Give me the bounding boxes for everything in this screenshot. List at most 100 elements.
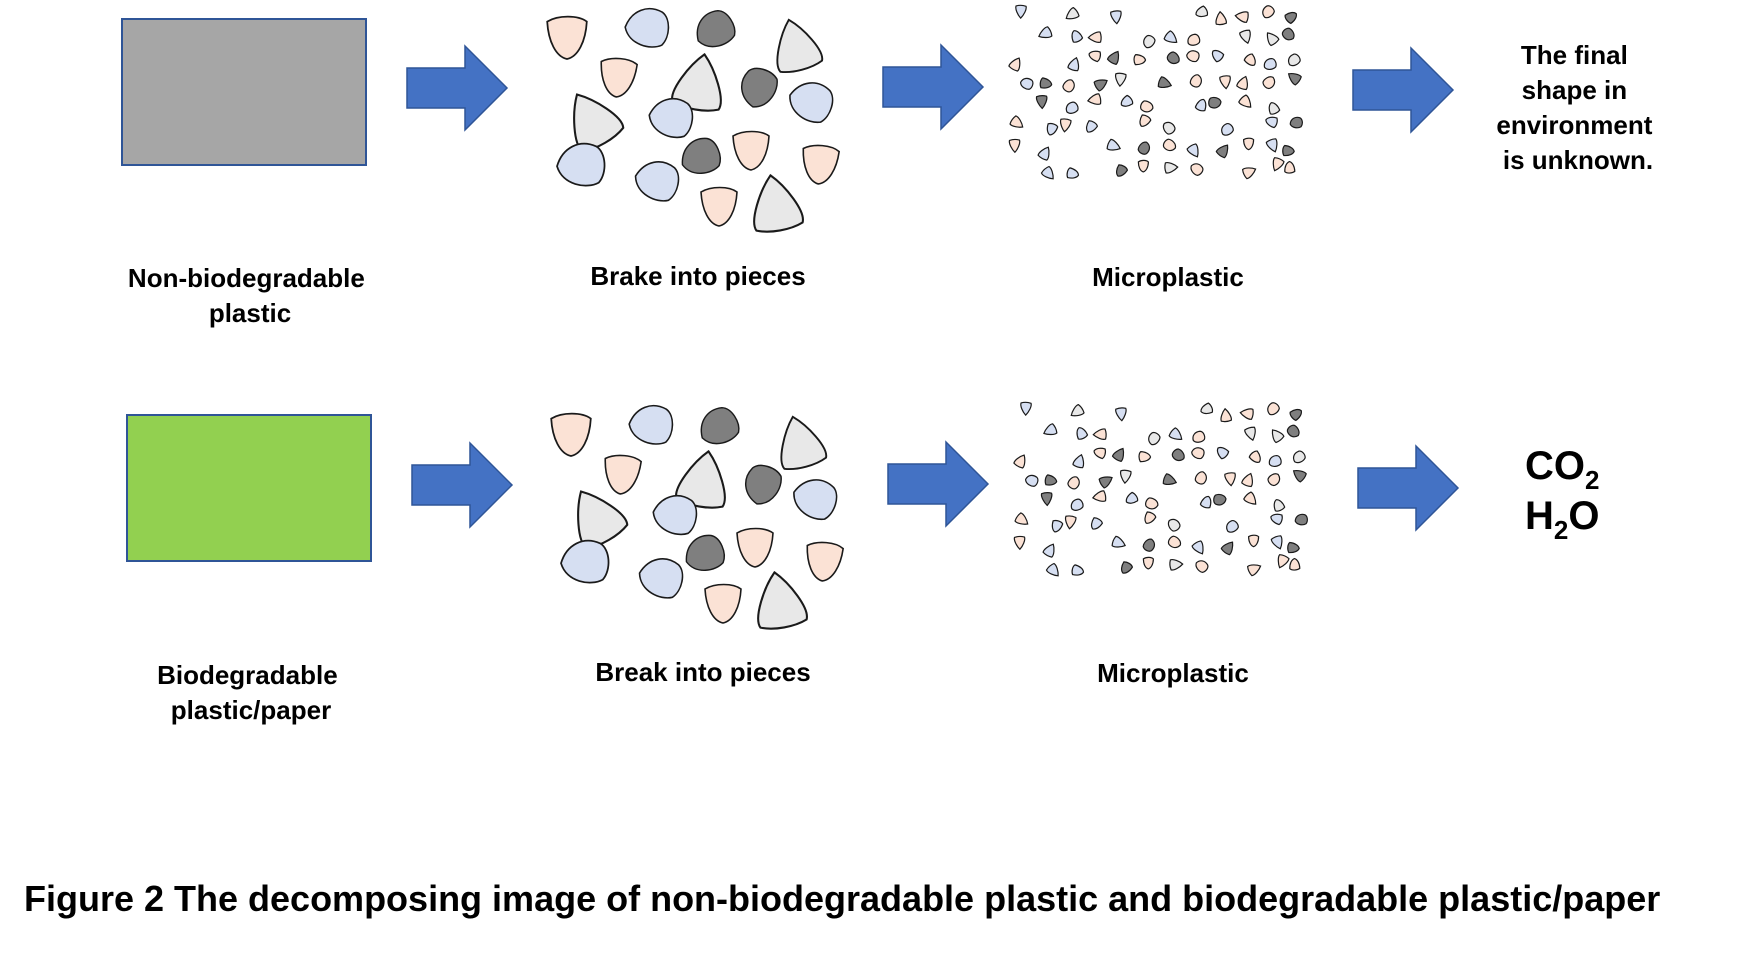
microplastic-particle	[1238, 406, 1255, 421]
microplastic-particle	[1140, 33, 1158, 51]
non-biodegradable-plastic-block	[121, 18, 367, 166]
microplastic-particle	[1013, 511, 1032, 529]
microplastic-particle	[1242, 137, 1255, 151]
material-label-2-line-2: plastic/paper	[171, 695, 331, 725]
microplastic-particle	[1223, 518, 1241, 535]
arrow-2b	[887, 440, 990, 528]
microplastic-particle	[1208, 46, 1226, 64]
microplastic-particle	[1063, 514, 1077, 531]
plastic-fragment	[601, 453, 643, 497]
microplastic-particle	[1240, 471, 1257, 488]
microplastic-particle	[1213, 443, 1231, 461]
microplastic-cluster-2	[1012, 400, 1309, 580]
microplastic-particle	[1262, 57, 1278, 72]
microplastic-particle	[1067, 403, 1086, 421]
co2-base: CO	[1525, 444, 1585, 488]
microplastic-particle	[1072, 452, 1088, 470]
microplastic-particle	[1270, 534, 1286, 552]
microplastic-particle	[1041, 541, 1059, 559]
plastic-fragment	[546, 15, 588, 60]
microplastic-particle	[1235, 74, 1252, 91]
microplastic-particle	[1065, 474, 1083, 492]
material-label-2: Biodegradable plastic/paper	[157, 660, 345, 725]
arrow-1b	[882, 43, 985, 131]
plastic-fragment	[629, 152, 686, 208]
arrow-1c	[1352, 46, 1455, 134]
co2-subscript: 2	[1585, 465, 1599, 495]
microplastic-particle	[1065, 166, 1081, 181]
microplastic-particle	[1184, 47, 1202, 64]
microplastic-particle	[1194, 97, 1209, 113]
microplastic-particle	[1141, 510, 1158, 527]
microplastic-particle	[1007, 54, 1025, 73]
row-non-biodegradable: Non-biodegradable plastic Brake into pie…	[121, 2, 1653, 328]
plastic-fragment	[597, 56, 639, 100]
microplastic-particle	[1289, 465, 1308, 484]
microplastic-particle	[1280, 25, 1297, 44]
microplastic-particle	[1242, 490, 1261, 509]
final-shape-line-4: is unknown.	[1503, 145, 1653, 175]
arrow-1a	[406, 44, 509, 132]
microplastic-particle	[1086, 92, 1102, 107]
microplastic-particle	[1286, 541, 1301, 554]
final-shape-line-1: The final	[1521, 40, 1628, 70]
microplastic-particle	[1114, 406, 1128, 422]
arrow-2c	[1357, 444, 1460, 532]
microplastic-particle	[1014, 4, 1027, 19]
plastic-fragment	[681, 532, 728, 575]
microplastic-particle	[1041, 422, 1059, 439]
microplastic-particle	[1160, 119, 1178, 137]
microplastic-particle	[1160, 136, 1179, 154]
microplastic-particle	[1212, 493, 1228, 507]
microplastic-particle	[1068, 28, 1084, 44]
microplastic-particle	[1215, 141, 1233, 160]
microplastic-particle	[1284, 68, 1303, 87]
plastic-fragment	[624, 399, 678, 449]
microplastic-particle	[1023, 472, 1041, 489]
microplastic-particle	[1156, 75, 1174, 92]
microplastic-label-2: Microplastic	[1097, 658, 1249, 688]
row-biodegradable: Biodegradable plastic/paper Break into p…	[126, 399, 1599, 725]
microplastic-particle	[1092, 428, 1107, 441]
plastic-fragment	[782, 72, 841, 129]
plastic-fragment	[770, 410, 829, 474]
microplastic-particle	[1135, 139, 1153, 157]
final-shape-line-2: shape in	[1522, 75, 1627, 105]
plastic-fragment	[732, 61, 784, 114]
microplastic-particle	[1264, 400, 1282, 418]
plastic-fragment	[550, 412, 592, 457]
microplastic-particle	[1241, 163, 1259, 180]
microplastic-particle	[1219, 74, 1232, 90]
microplastic-particle	[1165, 533, 1184, 551]
microplastic-particle	[1008, 138, 1021, 154]
microplastic-particle	[1133, 53, 1147, 66]
plastic-fragment	[557, 535, 614, 587]
microplastic-particle	[1199, 494, 1214, 510]
microplastic-particle	[1164, 161, 1179, 174]
broken-pieces-cluster-2	[550, 399, 845, 633]
plastic-fragment	[633, 549, 690, 605]
microplastic-particle	[1185, 142, 1203, 161]
plastic-fragment	[749, 567, 810, 633]
microplastic-particle	[1165, 516, 1183, 534]
microplastic-particle	[1161, 472, 1179, 489]
microplastic-particle	[1036, 25, 1054, 42]
microplastic-particle	[1214, 10, 1228, 26]
microplastic-particle	[1164, 49, 1182, 67]
microplastic-particle	[1281, 144, 1296, 157]
microplastic-particle	[1283, 8, 1300, 25]
microplastic-particle	[1044, 121, 1059, 137]
h2o-formula: H2O	[1525, 494, 1599, 545]
h2o-tail: O	[1568, 494, 1599, 538]
plastic-fragment	[700, 186, 738, 227]
microplastic-particle	[1224, 471, 1237, 487]
microplastic-particle	[1243, 425, 1259, 443]
microplastic-particle	[1267, 426, 1286, 444]
microplastic-particle	[1267, 454, 1283, 469]
microplastic-particle	[1285, 51, 1303, 69]
microplastic-particle	[1207, 96, 1223, 110]
plastic-fragment	[689, 5, 740, 53]
microplastic-particle	[1167, 426, 1186, 444]
microplastic-particle	[1136, 113, 1153, 130]
